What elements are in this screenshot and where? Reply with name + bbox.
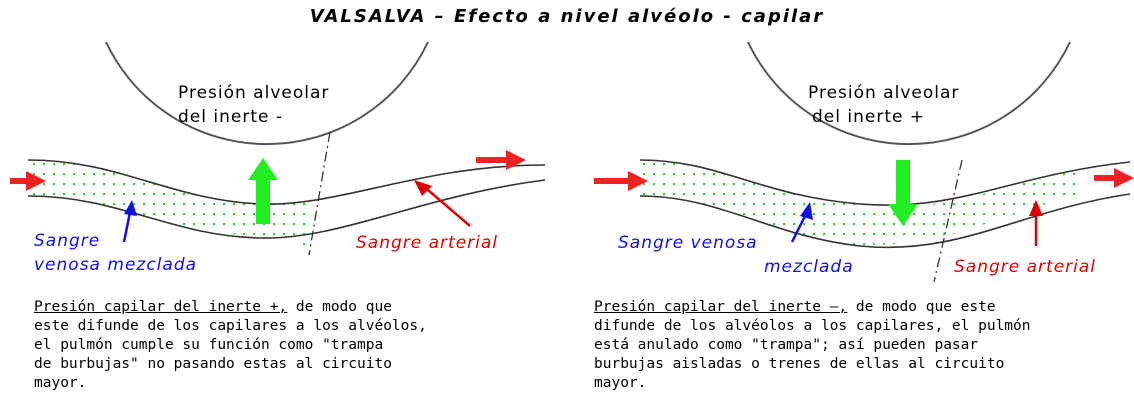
- page-title: VALSALVA – Efecto a nivel alvéolo - capi…: [309, 6, 825, 27]
- right-boundary-dashed: [933, 159, 963, 283]
- left-boundary-dashed: [308, 131, 331, 256]
- right-caption-line4: burbujas aisladas o trenes de ellas al c…: [594, 356, 1005, 372]
- right-caption-underlined: Presión capilar del inerte –,: [594, 299, 848, 315]
- left-caption-line5: mayor.: [34, 375, 87, 391]
- left-venous-word3: mezclada: [107, 255, 198, 275]
- right-pressure-label-line2: del inerte +: [812, 107, 926, 127]
- left-caption-line2: este difunde de los capilares a los alvé…: [34, 318, 427, 334]
- right-capillary-top-wall: [639, 159, 1131, 206]
- left-venous-label-line1: Sangre: [34, 230, 100, 252]
- right-caption-line5: mayor.: [594, 375, 647, 391]
- right-outflow-arrow: [1094, 168, 1134, 188]
- left-capillary-dots: [28, 160, 312, 250]
- right-arterial-label: Sangre arterial: [954, 257, 1097, 277]
- left-arterial-label: Sangre arterial: [356, 233, 499, 253]
- left-pressure-label-line1: Presión alveolar: [178, 83, 330, 103]
- left-inflow-arrow: [10, 171, 46, 191]
- right-venous-label-line1: Sangre venosa: [618, 233, 758, 253]
- left-venous-word2: venosa: [34, 255, 101, 275]
- left-diffusion-arrow-up: [248, 158, 278, 224]
- right-inflow-arrow: [594, 171, 648, 191]
- left-venous-pointer: [122, 200, 137, 243]
- left-capillary-bottom-wall: [27, 179, 546, 239]
- left-venous-word1: Sangre: [34, 231, 101, 251]
- left-caption-line4: de burbujas" no pasando estas al circuit…: [34, 356, 392, 372]
- left-caption: Presión capilar del inerte +, de modo qu…: [34, 298, 427, 393]
- right-caption-rest1: de modo que este: [847, 299, 996, 315]
- left-venous-label-line2: venosa mezclada: [34, 254, 197, 276]
- right-arterial-pointer: [1029, 200, 1043, 246]
- left-alveolus: [105, 41, 429, 146]
- right-venous-pointer: [790, 202, 813, 243]
- left-caption-underlined: Presión capilar del inerte +,: [34, 299, 288, 315]
- right-venous-label-line2: mezclada: [764, 257, 854, 277]
- right-caption-line3: está anulado como "trampa"; así pueden p…: [594, 337, 979, 353]
- right-caption: Presión capilar del inerte –, de modo qu…: [594, 298, 1031, 393]
- right-capillary-dots: [640, 160, 1082, 245]
- left-caption-rest1: de modo que: [287, 299, 392, 315]
- left-pressure-label-line2: del inerte -: [178, 107, 283, 127]
- left-caption-line3: el pulmón cumple su función como "trampa: [34, 337, 384, 353]
- right-pressure-label-line1: Presión alveolar: [808, 83, 960, 103]
- left-arterial-pointer: [414, 180, 471, 227]
- left-outflow-arrow: [476, 150, 526, 170]
- right-caption-line2: difunde de los alvéolos a los capilares,…: [594, 318, 1031, 334]
- right-alveolus: [747, 41, 1071, 146]
- right-diffusion-arrow-down: [888, 160, 918, 226]
